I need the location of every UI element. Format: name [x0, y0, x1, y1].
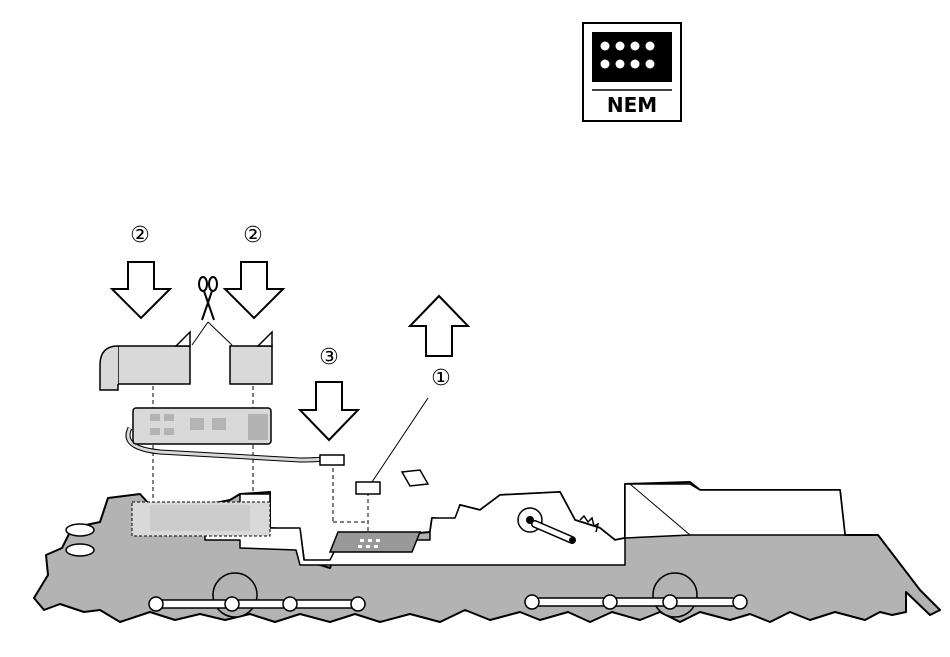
nem-badge-label: NEM [607, 93, 657, 117]
adhesive-strip-long [100, 332, 190, 390]
cut-line [208, 322, 232, 345]
arrow-up-icon [410, 296, 468, 356]
cut-line [192, 322, 208, 345]
step-2-label-left: ② [130, 223, 150, 248]
step-3-label: ③ [319, 345, 339, 370]
scissors-icon [199, 277, 217, 320]
step-1-label: ① [431, 366, 451, 391]
step-2-label-right: ② [243, 223, 263, 248]
arrow-down-icon [300, 382, 358, 440]
arrow-down-icon [225, 262, 283, 318]
locomotive-chassis [34, 470, 940, 622]
adhesive-strip-short [230, 332, 272, 384]
nem-badge: NEM [583, 23, 681, 121]
arrow-down-icon [112, 262, 170, 318]
nem-socket-icon [592, 32, 672, 82]
